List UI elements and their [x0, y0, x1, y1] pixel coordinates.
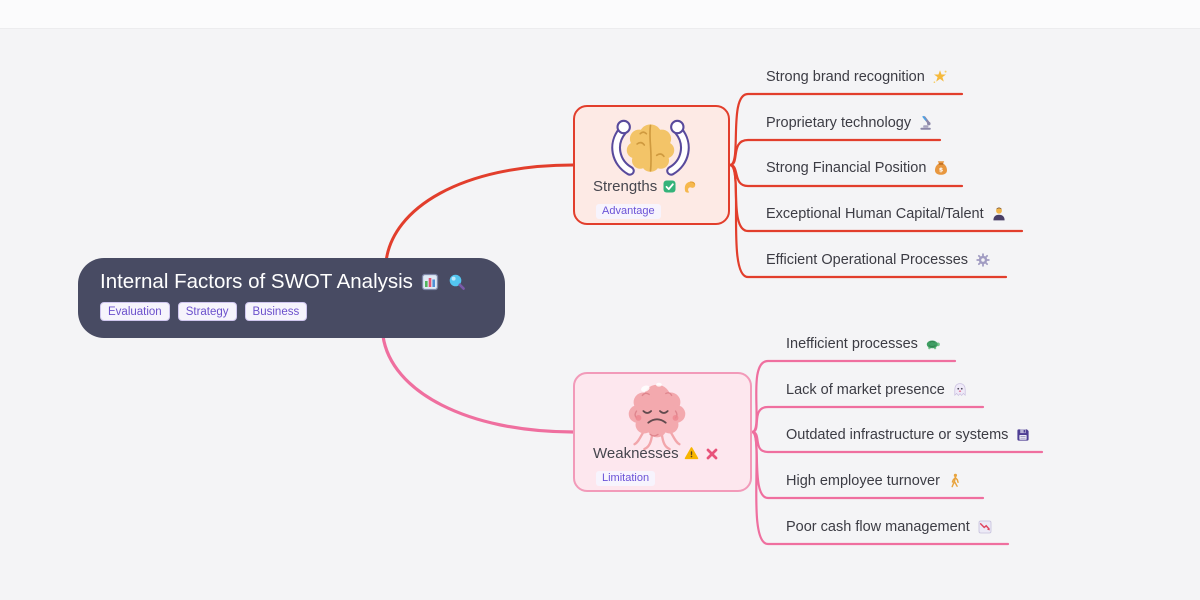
floppy-disk-icon — [1017, 429, 1030, 441]
warning-icon — [684, 447, 698, 460]
subtopic-outdated-infrastructure[interactable]: Outdated infrastructure or systems — [786, 424, 1031, 446]
ghost-icon — [954, 383, 966, 397]
subtopic-strong-financial-position[interactable]: Strong Financial Position $ — [766, 157, 949, 179]
subtopic-strong-brand-recognition[interactable]: Strong brand recognition — [766, 66, 948, 88]
weaknesses-node[interactable]: Weaknesses Limitation — [573, 372, 752, 492]
subtopic-high-employee-turnover[interactable]: High employee turnover — [786, 470, 963, 492]
chart-decreasing-icon — [978, 520, 992, 534]
flexed-biceps-icon — [685, 180, 696, 193]
check-mark-icon — [663, 180, 676, 193]
subtopic-text: Efficient Operational Processes — [766, 252, 969, 268]
subtopic-lack-of-market-presence[interactable]: Lack of market presence — [786, 379, 968, 401]
subtopic-text: Lack of market presence — [786, 382, 945, 398]
link-weakness-2 — [750, 405, 985, 434]
subtopic-text: Inefficient processes — [786, 336, 918, 352]
strengths-label: Strengths — [593, 178, 658, 195]
root-topic-title: Internal Factors of SWOT Analysis — [100, 270, 413, 293]
cross-mark-icon — [706, 448, 717, 459]
branch-line-weaknesses — [381, 335, 574, 434]
subtopic-text: Poor cash flow management — [786, 519, 970, 535]
subtopic-proprietary-technology[interactable]: Proprietary technology — [766, 112, 934, 134]
branch-line-strengths — [384, 163, 574, 263]
svg-text:$: $ — [939, 166, 944, 174]
strong-brain-illustration — [611, 119, 690, 176]
link-weakness-5 — [750, 430, 1010, 546]
subtopic-text: Exceptional Human Capital/Talent — [766, 206, 984, 222]
turtle-icon — [926, 340, 940, 350]
tag-strategy[interactable]: Strategy — [177, 302, 237, 321]
subtopic-efficient-operational-processes[interactable]: Efficient Operational Processes — [766, 249, 991, 271]
tag-business[interactable]: Business — [244, 302, 308, 321]
gear-icon — [976, 253, 990, 267]
subtopic-text: Proprietary technology — [766, 115, 912, 131]
root-tags: Evaluation Strategy Business — [100, 302, 485, 321]
subtopic-text: Strong Financial Position — [766, 160, 927, 176]
office-worker-icon — [993, 207, 1005, 221]
link-strength-5 — [728, 163, 1008, 279]
microscope-icon — [920, 115, 931, 130]
weaknesses-tag[interactable]: Limitation — [596, 471, 656, 486]
money-bag-icon: $ — [935, 161, 948, 175]
strengths-node[interactable]: Strengths Advantage — [573, 105, 730, 225]
subtopic-exceptional-human-capital[interactable]: Exceptional Human Capital/Talent — [766, 203, 1007, 225]
subtopic-text: High employee turnover — [786, 473, 940, 489]
weaknesses-label-row: Weaknesses — [593, 445, 720, 462]
window-top-strip — [0, 0, 1200, 29]
sad-brain-illustration — [628, 382, 686, 451]
link-strength-2 — [728, 138, 942, 167]
strengths-label-row: Strengths — [593, 178, 698, 195]
strengths-tag[interactable]: Advantage — [596, 204, 661, 219]
subtopic-text: Outdated infrastructure or systems — [786, 427, 1009, 443]
root-topic-node[interactable]: Internal Factors of SWOT Analysis Evalua… — [78, 258, 505, 338]
bar-chart-icon — [421, 273, 439, 291]
magnifier-icon — [449, 274, 465, 290]
walking-person-icon — [951, 473, 959, 488]
subtopic-inefficient-processes[interactable]: Inefficient processes — [786, 333, 941, 355]
subtopic-text: Strong brand recognition — [766, 69, 925, 85]
subtopic-poor-cash-flow[interactable]: Poor cash flow management — [786, 516, 993, 538]
weaknesses-label: Weaknesses — [593, 445, 679, 462]
glowing-star-icon — [933, 70, 947, 83]
tag-evaluation[interactable]: Evaluation — [100, 302, 170, 321]
